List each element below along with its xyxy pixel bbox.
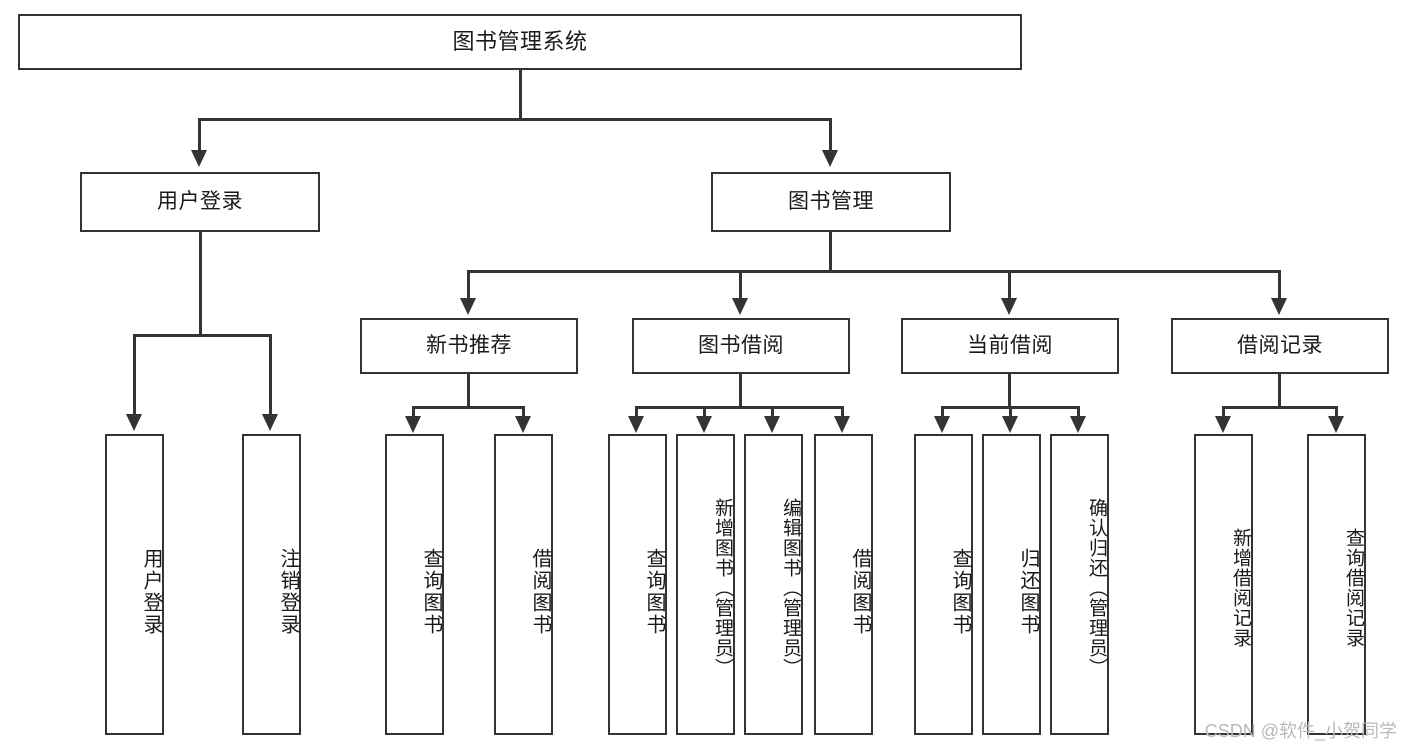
arrowhead-to-query-book-1 — [405, 416, 421, 433]
arrowhead-to-user-login-leaf — [126, 414, 142, 431]
connector-root-bus — [198, 118, 832, 121]
arrowhead-to-edit-book — [764, 416, 780, 433]
node-label: 借阅图书 — [849, 547, 871, 636]
connector-userlogin-drop-1 — [133, 334, 136, 416]
connector-userlogin-drop-2 — [269, 334, 272, 416]
arrowhead-to-borrow-book-2 — [834, 416, 850, 433]
leaf-confirm-return-admin[interactable]: 确认归还（管理员） — [1050, 434, 1109, 735]
leaf-query-book-newbook[interactable]: 查询图书 — [385, 434, 444, 735]
node-label: 图书管理 — [788, 189, 874, 213]
connector-bookmgmt-drop-2 — [739, 270, 742, 300]
arrowhead-to-query-book-2 — [628, 416, 644, 433]
arrowhead-to-new-book — [460, 298, 476, 315]
arrowhead-to-confirm-return — [1070, 416, 1086, 433]
connector-root-drop-2 — [829, 118, 832, 152]
node-label: 用户登录 — [140, 547, 162, 636]
leaf-borrow-book-newbook[interactable]: 借阅图书 — [494, 434, 553, 735]
connector-bookborrow-stem — [739, 374, 742, 408]
node-label: 图书管理系统 — [452, 29, 588, 55]
leaf-borrow-book-borrow[interactable]: 借阅图书 — [814, 434, 873, 735]
arrowhead-to-borrow-book-1 — [515, 416, 531, 433]
leaf-query-borrow-record[interactable]: 查询借阅记录 — [1307, 434, 1366, 735]
node-label: 查询借阅记录 — [1343, 527, 1364, 648]
connector-bookborrow-drop-2 — [703, 406, 706, 418]
node-label: 确认归还（管理员） — [1086, 497, 1107, 678]
node-label: 当前借阅 — [967, 333, 1053, 357]
connector-bookmgmt-drop-1 — [467, 270, 470, 300]
leaf-add-borrow-record[interactable]: 新增借阅记录 — [1194, 434, 1253, 735]
leaf-query-book-borrow[interactable]: 查询图书 — [608, 434, 667, 735]
arrowhead-to-user-login — [191, 150, 207, 167]
node-label: 归还图书 — [1017, 547, 1039, 636]
arrowhead-to-current-borrow — [1001, 298, 1017, 315]
connector-bookborrow-drop-4 — [841, 406, 844, 418]
connector-borrowrecord-stem — [1278, 374, 1281, 408]
connector-root-drop-1 — [198, 118, 201, 152]
arrowhead-to-logout-leaf — [262, 414, 278, 431]
connector-currentborrow-drop-2 — [1009, 406, 1012, 418]
node-root-system[interactable]: 图书管理系统 — [18, 14, 1022, 70]
arrowhead-to-borrow-record — [1271, 298, 1287, 315]
connector-currentborrow-stem — [1008, 374, 1011, 408]
arrowhead-to-query-book-3 — [934, 416, 950, 433]
connector-bookmgmt-drop-4 — [1278, 270, 1281, 300]
node-label: 注销登录 — [277, 547, 299, 636]
connector-newbook-stem — [467, 374, 470, 408]
connector-borrowrecord-bus — [1222, 406, 1338, 409]
connector-borrowrecord-drop-2 — [1335, 406, 1338, 418]
node-book-borrow[interactable]: 图书借阅 — [632, 318, 850, 374]
leaf-user-login[interactable]: 用户登录 — [105, 434, 164, 735]
arrowhead-to-return-book — [1002, 416, 1018, 433]
connector-newbook-drop-1 — [412, 406, 415, 418]
arrowhead-to-book-manage — [822, 150, 838, 167]
leaf-query-book-current[interactable]: 查询图书 — [914, 434, 973, 735]
arrowhead-to-book-borrow — [732, 298, 748, 315]
connector-bookmgmt-stem — [829, 232, 832, 272]
connector-newbook-bus — [412, 406, 525, 409]
node-label: 新增图书（管理员） — [712, 497, 733, 678]
csdn-watermark: CSDN @软件_小贺同学 — [1204, 721, 1397, 741]
connector-bookborrow-drop-3 — [771, 406, 774, 418]
node-label: 查询图书 — [643, 547, 665, 636]
connector-root-stem — [519, 70, 522, 120]
node-label: 编辑图书（管理员） — [780, 497, 801, 678]
connector-userlogin-stem — [199, 232, 202, 336]
arrowhead-to-add-book — [696, 416, 712, 433]
node-label: 借阅记录 — [1237, 333, 1323, 357]
node-label: 查询图书 — [420, 547, 442, 636]
connector-currentborrow-drop-3 — [1077, 406, 1080, 418]
leaf-add-book-admin[interactable]: 新增图书（管理员） — [676, 434, 735, 735]
node-current-borrow[interactable]: 当前借阅 — [901, 318, 1119, 374]
node-borrow-record[interactable]: 借阅记录 — [1171, 318, 1389, 374]
arrowhead-to-add-record — [1215, 416, 1231, 433]
leaf-logout[interactable]: 注销登录 — [242, 434, 301, 735]
node-label: 用户登录 — [157, 189, 243, 213]
node-user-login[interactable]: 用户登录 — [80, 172, 320, 232]
node-label: 图书借阅 — [698, 333, 784, 357]
node-book-management[interactable]: 图书管理 — [711, 172, 951, 232]
node-label: 新增借阅记录 — [1230, 527, 1251, 648]
connector-currentborrow-drop-1 — [941, 406, 944, 418]
connector-bookborrow-drop-1 — [635, 406, 638, 418]
node-new-book-recommend[interactable]: 新书推荐 — [360, 318, 578, 374]
connector-bookmgmt-bus — [467, 270, 1281, 273]
leaf-edit-book-admin[interactable]: 编辑图书（管理员） — [744, 434, 803, 735]
arrowhead-to-query-record — [1328, 416, 1344, 433]
connector-userlogin-bus — [133, 334, 271, 337]
node-label: 新书推荐 — [426, 333, 512, 357]
connector-bookmgmt-drop-3 — [1008, 270, 1011, 300]
connector-newbook-drop-2 — [522, 406, 525, 418]
connector-borrowrecord-drop-1 — [1222, 406, 1225, 418]
connector-bookborrow-bus — [635, 406, 844, 409]
node-label: 借阅图书 — [529, 547, 551, 636]
leaf-return-book[interactable]: 归还图书 — [982, 434, 1041, 735]
node-label: 查询图书 — [949, 547, 971, 636]
